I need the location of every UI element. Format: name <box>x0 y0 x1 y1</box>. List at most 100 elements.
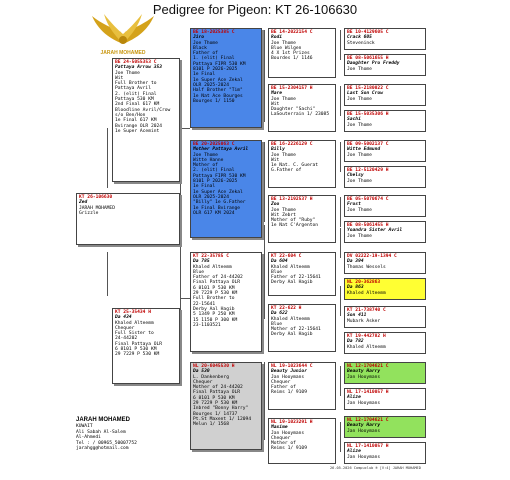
pigeon-info: 1e Final Bvirange <box>193 205 241 211</box>
ring-number: KT 22-622 H <box>271 306 302 311</box>
pigeon-card-dss[interactable]: KT 22-604 C Da 604 Khaled Alteemm Blue F… <box>268 252 336 296</box>
pigeon-info: "Billy" 1e G.Father <box>193 200 246 206</box>
ring-number: NL 19-1023644 C <box>271 364 313 369</box>
pigeon-name: Rodi <box>271 35 283 41</box>
pigeon-card-dddd[interactable]: NL 17-1410057 H Alize Jan Hooymans <box>344 442 426 464</box>
pigeon-info: Final Pattaya OLR <box>193 390 241 396</box>
pigeon-info: 24-44202 <box>115 336 138 342</box>
pigeon-card-dd[interactable]: NL 20-6045530 H Da 530 L. Dankenberg Che… <box>190 362 262 450</box>
pigeon-name: Frost <box>347 202 361 208</box>
pigeon-card-subject[interactable]: KT 26-106630 Zed JARAH MOHAMED Grizzle <box>76 193 180 245</box>
pigeon-info: Joe Thome <box>271 207 296 213</box>
connector <box>340 228 341 258</box>
pigeon-card-ds[interactable]: KT 22-35785 C Da 785 Khaled Alteemm Blue… <box>190 252 262 352</box>
pigeon-info: Blue Wilgen <box>271 45 302 51</box>
connector <box>264 30 265 122</box>
pigeon-name: Jiro <box>193 35 205 41</box>
pigeon-info: Jan Hooymans <box>271 374 305 380</box>
pigeon-card-sd[interactable]: BE 20-2025063 C Mother Pattaya Avril Joe… <box>190 140 262 238</box>
pigeon-info: Khaled Alteemm <box>271 316 310 322</box>
pigeon-info: OLR 617 KM 2024 <box>193 210 235 216</box>
pigeon-info: Pattaya FIPR 530 KM <box>193 61 246 67</box>
pigeon-card-dsss[interactable]: DV 02222-19-1394 C Da 394 Thomas Wessels <box>344 252 426 274</box>
pigeon-info: 29 7229 P 530 KM <box>115 352 160 358</box>
pigeon-info: 1e Final 617 KM <box>115 118 157 124</box>
pigeon-name: Crack 605 <box>347 35 372 41</box>
pigeon-info: 15 1150 P 300 KM <box>193 317 238 323</box>
ring-number: NL 12-1704621 C <box>347 364 389 369</box>
pigeon-info: Khaled Alteemm <box>193 264 232 270</box>
owner-line: Tel : / 00965_50007752 <box>76 440 137 446</box>
pigeon-card-ddd[interactable]: NL 19-1023291 H Maxime Jan Hooymans Cheq… <box>268 418 336 464</box>
pigeon-info: Wit <box>271 157 280 163</box>
pigeon-card-dssd[interactable]: NL 20-362863 Da 863 Khaled Alteemm <box>344 278 426 300</box>
ring-number: BE 15-5035306 H <box>347 112 389 117</box>
pigeon-name: Da 604 <box>271 259 288 265</box>
pigeon-info: 1e Nat C'Argenton <box>271 223 319 229</box>
pigeon-card-dsd[interactable]: KT 22-622 H Da 622 Khaled Alteemm Blue M… <box>268 304 336 352</box>
pigeon-card-sdd[interactable]: BE 13-2192537 H Zoo Joe Thome Wit Zebrt … <box>268 195 336 243</box>
pigeon-card-ssss[interactable]: BE 10-4129605 C Crack 605 Steveninck <box>344 28 426 50</box>
connector <box>340 142 341 172</box>
pigeon-info: 6 8101 P 530 KM <box>193 395 235 401</box>
pigeon-card-sssd[interactable]: BE 08-5061655 H Daughter Pro Freddy Joe … <box>344 54 426 76</box>
pigeon-card-ssds[interactable]: BE 15-2180022 C Last Son Crow Joe Thome <box>344 84 426 106</box>
connector <box>340 286 341 316</box>
pigeon-name: Da 785 <box>193 259 210 265</box>
pigeon-card-sds[interactable]: BE 16-2226129 C Billy Joe Thome Wit 1e N… <box>268 140 336 188</box>
pigeon-info: Pattaya FIPR 530 KM <box>193 173 246 179</box>
pigeon-name: Pattaya Arrow 353 <box>115 65 163 71</box>
pigeon-card-sdsd[interactable]: BE 12-5120429 H Chelsy Joe Thome <box>344 166 426 188</box>
pigeon-info: Father of 24-44202 <box>193 275 243 281</box>
print-stamp: 26-05-2026 Compuclub ® [V:4] JARAH MOHAM… <box>330 466 421 470</box>
pigeon-info: 1e Super Acemint <box>115 128 160 134</box>
pigeon-card-dsdd[interactable]: KT 19-442782 H Da 782 Khaled Alteemm <box>344 332 426 354</box>
owner-info: JARAH MOHAMED KUWAIT Ali Sabah Al-Salem … <box>76 417 137 451</box>
pigeon-card-sire[interactable]: BE 24-5055353 C Pattaya Arrow 353 Joe Th… <box>112 58 180 182</box>
pigeon-info: 22-15641 <box>193 301 216 307</box>
connector <box>180 60 181 206</box>
pigeon-info: 23-1103521 <box>193 322 221 328</box>
pigeon-name: Da 863 <box>347 285 364 291</box>
ring-number: BE 24-5055353 C <box>115 60 157 65</box>
pigeon-info: Joe Thome <box>347 152 372 158</box>
connector <box>264 142 265 222</box>
pigeon-card-ddds[interactable]: NL 12-1704621 C Beauty Harry Jan Hooyman… <box>344 416 426 438</box>
pigeon-card-sdds[interactable]: BE 05-5070674 C Frost Joe Thome <box>344 195 426 217</box>
pigeon-card-ss[interactable]: BE 18-2025385 C Jiro Joe Thome Black Fat… <box>190 28 262 128</box>
ring-number: KT 26-106630 <box>79 195 113 200</box>
pigeon-info: Bourges 1/ 1150 <box>193 98 235 104</box>
pigeon-info: 1. (elit) Final <box>193 56 235 62</box>
pigeon-info: Joe Thome <box>347 178 372 184</box>
pigeon-card-dam[interactable]: KT 25-35434 H Da 434 Khaled Alteemm Cheq… <box>112 308 180 384</box>
ring-number: BE 12-5120429 H <box>347 168 389 173</box>
pigeon-info: Blue <box>271 321 283 327</box>
pigeon-info: Joe Thome <box>347 207 372 213</box>
pigeon-info: 2. (elit) Final <box>193 168 235 174</box>
pigeon-info: Final Pattaya OLR <box>193 280 241 286</box>
pigeon-info: Joe Thome <box>347 233 372 239</box>
ring-number: BE 08-5061655 H <box>347 56 389 61</box>
pigeon-card-sdss[interactable]: BE 09-5002137 C Witte Edmund Joe Thome <box>344 140 426 162</box>
pigeon-card-sddd[interactable]: BE 08-5061455 H Yoandra Sister Avril Joe… <box>344 221 426 243</box>
pigeon-info: 5 1349 P 250 KM <box>193 312 235 318</box>
ring-number: BE 09-5002137 C <box>347 142 389 147</box>
pigeon-card-ssdd[interactable]: BE 15-5035306 H Sachi Joe Thome <box>344 110 426 132</box>
pigeon-card-dsds[interactable]: KT 21-738740 C Son 411 Mubark Asker <box>344 306 426 328</box>
pigeon-card-ddss[interactable]: NL 12-1704621 C Beauty Harry Jan Hooyman… <box>344 362 426 384</box>
pigeon-info: Joe Thome <box>347 66 372 72</box>
pigeon-info: Mother of <box>271 441 296 447</box>
ring-number: BE 14-2022154 C <box>271 30 313 35</box>
pigeon-name: Zoo <box>271 202 280 208</box>
pigeon-info: Grizzle <box>79 210 99 216</box>
ring-number: NL 20-6045530 H <box>193 364 235 369</box>
pigeon-info: Jan Hooymans <box>271 430 305 436</box>
pigeon-card-ddsd[interactable]: NL 17-1410057 H Alize Jan Hooymans <box>344 388 426 410</box>
pigeon-card-dds[interactable]: NL 19-1023644 C Beauty Junior Jan Hooyma… <box>268 362 336 410</box>
pigeon-info: 1e Super Ace Zekal <box>193 77 243 83</box>
pigeon-info: Half Brother "Tim" <box>193 88 243 94</box>
pigeon-info: s/o Ben/Hon <box>115 112 146 118</box>
pigeon-card-sss[interactable]: BE 14-2022154 C Rodi Joe Thome Blue Wilg… <box>268 28 336 78</box>
pigeon-info: Father of 22-15641 <box>271 275 321 281</box>
pigeon-card-ssd[interactable]: BE 15-2304157 H Mare Joe Thome Wit Daugh… <box>268 84 336 132</box>
